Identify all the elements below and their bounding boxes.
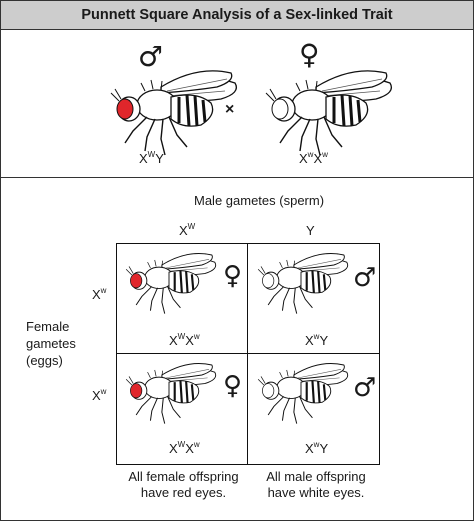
cross-symbol: × bbox=[225, 101, 235, 118]
offspring-1-genotype: XWXw bbox=[169, 332, 200, 348]
parent-female-eye bbox=[271, 98, 289, 120]
offspring-3-genotype-base1: X bbox=[169, 441, 178, 456]
male-gametes-header: Male gametes (sperm) bbox=[194, 193, 325, 208]
male-symbol-parent: ♂ bbox=[138, 40, 164, 73]
parent-male-eye bbox=[116, 98, 134, 120]
parent-female-genotype-sup2: w bbox=[322, 150, 328, 159]
offspring-3-fly bbox=[125, 362, 217, 425]
offspring-2-fly bbox=[257, 252, 349, 315]
female-gametes-header-line-3: (eggs) bbox=[26, 352, 63, 368]
punnett-horizontal-line bbox=[117, 353, 379, 354]
male-gamete-1-sup: W bbox=[187, 222, 196, 231]
offspring-2-genotype-sup1: w bbox=[313, 332, 320, 341]
female-symbol-parent: ♀ bbox=[299, 38, 320, 71]
offspring-1-fly bbox=[125, 252, 217, 315]
female-gamete-1-base: X bbox=[92, 287, 101, 302]
offspring-2-genotype: XwY bbox=[305, 332, 329, 348]
offspring-4-genotype-sup1: w bbox=[313, 440, 320, 449]
parent-male-genotype: XWY bbox=[139, 150, 164, 166]
offspring-2-sex-symbol: ♂ bbox=[353, 263, 377, 293]
figure-title: Punnett Square Analysis of a Sex-linked … bbox=[1, 1, 473, 30]
female-gametes-header-line-2: gametes bbox=[26, 335, 76, 351]
female-gamete-1: Xw bbox=[92, 286, 107, 302]
parent-female-genotype-sup1: w bbox=[307, 150, 314, 159]
female-gametes-header-line-1: Female bbox=[26, 319, 70, 334]
female-gamete-2-sup: w bbox=[100, 387, 107, 396]
punnett-square bbox=[116, 243, 380, 465]
parent-male-genotype-base2: Y bbox=[155, 151, 164, 166]
offspring-2-genotype-base2: Y bbox=[319, 333, 329, 348]
male-gamete-2: Y bbox=[306, 223, 315, 237]
male-gamete-1-base: X bbox=[179, 223, 188, 238]
offspring-2-genotype-base1: X bbox=[305, 333, 314, 348]
parent-female-genotype-base1: X bbox=[299, 151, 308, 166]
offspring-3-genotype-sup1: W bbox=[177, 440, 186, 449]
offspring-3-genotype-sup2: w bbox=[193, 440, 200, 449]
offspring-4-fly bbox=[257, 362, 349, 425]
male-gamete-2-base: Y bbox=[306, 223, 315, 238]
offspring-3-genotype-base2: X bbox=[185, 441, 194, 456]
parent-female-fly bbox=[264, 69, 393, 157]
parent-female-genotype: XwXw bbox=[299, 150, 328, 166]
offspring-1-genotype-base2: X bbox=[185, 333, 194, 348]
female-offspring-note-line-2: have red eyes. bbox=[140, 485, 227, 501]
offspring-3-sex-symbol: ♀ bbox=[223, 371, 243, 401]
punnett-vertical-line bbox=[247, 244, 248, 464]
female-gamete-2-base: X bbox=[92, 388, 101, 403]
section-divider bbox=[1, 177, 473, 178]
female-gamete-1-sup: w bbox=[100, 286, 107, 295]
offspring-1-genotype-base1: X bbox=[169, 333, 178, 348]
male-offspring-note: All male offspring have white eyes. bbox=[251, 469, 381, 502]
offspring-4-genotype: XwY bbox=[305, 440, 329, 456]
offspring-2-eye bbox=[262, 273, 275, 289]
male-offspring-note-line-2: have white eyes. bbox=[267, 485, 365, 501]
offspring-3-genotype: XWXw bbox=[169, 440, 200, 456]
offspring-4-sex-symbol: ♂ bbox=[353, 373, 377, 403]
female-gamete-2: Xw bbox=[92, 387, 107, 403]
male-gamete-1: XW bbox=[179, 222, 196, 238]
female-gametes-header: Female gametes (eggs) bbox=[26, 319, 76, 370]
female-offspring-note: All female offspring have red eyes. bbox=[121, 469, 246, 502]
offspring-1-genotype-sup2: w bbox=[193, 332, 200, 341]
male-offspring-note-line-1: All male offspring bbox=[266, 469, 366, 484]
parent-female-genotype-base2: X bbox=[313, 151, 323, 166]
parent-male-genotype-sup1: W bbox=[147, 150, 156, 159]
parent-male-fly bbox=[109, 69, 238, 157]
offspring-4-genotype-base1: X bbox=[305, 441, 314, 456]
offspring-4-eye bbox=[262, 383, 275, 399]
offspring-1-eye bbox=[130, 273, 143, 289]
female-offspring-note-line-1: All female offspring bbox=[128, 469, 239, 484]
offspring-1-genotype-sup1: W bbox=[177, 332, 186, 341]
offspring-3-eye bbox=[130, 383, 143, 399]
offspring-1-sex-symbol: ♀ bbox=[223, 261, 243, 291]
offspring-4-genotype-base2: Y bbox=[319, 441, 329, 456]
parent-male-genotype-base1: X bbox=[139, 151, 148, 166]
